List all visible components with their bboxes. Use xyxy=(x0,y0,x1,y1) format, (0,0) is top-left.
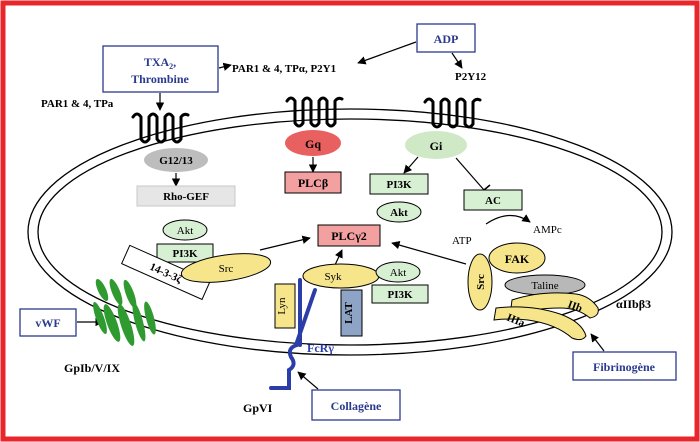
syk-ellipse: Syk xyxy=(302,263,380,289)
atp-label: ATP xyxy=(452,235,472,247)
lat-box: LAT xyxy=(340,289,363,337)
akt-mid-ellipse: Akt xyxy=(375,261,421,283)
akt-gi-label: Akt xyxy=(390,207,408,219)
g1213-protein: G12/13 xyxy=(144,148,208,172)
svg-text:TXA2,: TXA2, xyxy=(144,55,176,71)
atp-to-ampc-arrow xyxy=(485,214,531,225)
pi3k-mid-box: PI3K xyxy=(371,284,429,304)
arrow-adp-to-p2y12 xyxy=(451,52,463,69)
src-right-ellipse: Src xyxy=(467,253,493,311)
pi3k-left-label: PI3K xyxy=(172,248,198,260)
ligand-adp: ADP xyxy=(416,23,476,53)
gpib-label: GpIb/V/IX xyxy=(64,361,120,375)
integrin-label: αIIbβ3 xyxy=(616,297,651,311)
rhogef-label: Rho-GEF xyxy=(163,191,209,203)
cell-membrane-outer xyxy=(27,108,673,356)
rhogef-box: Rho-GEF xyxy=(136,185,236,207)
gq-label: Gq xyxy=(305,137,321,151)
gq-protein: Gq xyxy=(285,130,341,156)
iib-label: IIb xyxy=(566,299,584,315)
fcr-gpvi-receptor xyxy=(269,278,317,390)
gpib-complex xyxy=(93,278,156,346)
lyn-label: Lyn xyxy=(276,297,288,315)
plcg2-box: PLCγ2 xyxy=(317,224,381,247)
arrow-src-to-plcg2 xyxy=(259,235,311,251)
fak-label: FAK xyxy=(505,252,530,266)
txa2-subscript: 2 xyxy=(169,62,173,71)
par-tpa-label: PAR1 & 4, TPa xyxy=(41,98,114,110)
integrin-iiia: IIIa xyxy=(493,306,587,341)
ligand-collagene: Collagène xyxy=(311,389,401,421)
ligand-txa2-thrombine: TXA2, Thrombine xyxy=(102,45,219,93)
taline-ellipse: Taline xyxy=(504,274,586,296)
plcb-label: PLCβ xyxy=(298,176,328,190)
arrow-gi-to-pi3k xyxy=(403,156,419,174)
gpvi-label: GpVI xyxy=(243,401,273,415)
collagene-label: Collagène xyxy=(331,399,382,413)
arrow-fibrinogene-to-integrin xyxy=(590,333,605,352)
adp-label: ADP xyxy=(434,32,459,46)
gpcr-gq-receptor xyxy=(285,96,344,128)
pi3k-gi-label: PI3K xyxy=(386,179,412,191)
fak-ellipse: FAK xyxy=(488,242,546,274)
ligand-fibrinogene: Fibrinogène xyxy=(572,351,677,381)
txa2-label: TXA xyxy=(144,55,170,69)
gi-protein: Gi xyxy=(405,131,467,159)
arrow-adp-to-p2y1 xyxy=(357,41,417,65)
syk-label: Syk xyxy=(324,271,342,283)
p2y12-label: P2Y12 xyxy=(455,71,487,83)
src-left-label: Src xyxy=(219,263,234,275)
fibrinogene-label: Fibrinogène xyxy=(593,360,656,374)
plcb-box: PLCβ xyxy=(284,171,342,194)
akt-mid-label: Akt xyxy=(390,267,407,279)
pi3k-left-box: PI3K xyxy=(156,243,214,263)
lyn-box: Lyn xyxy=(274,283,296,329)
vwf-label: vWF xyxy=(35,316,60,330)
gpcr-par-receptor xyxy=(131,112,190,144)
thrombine-label: Thrombine xyxy=(131,72,189,86)
g1213-label: G12/13 xyxy=(159,155,193,167)
fcr-label: FcRγ xyxy=(307,341,334,355)
integrin-iib: IIb xyxy=(509,292,599,319)
pi3k-gi-box: PI3K xyxy=(369,173,429,195)
arrow-txa2-to-tpalpha xyxy=(218,62,232,71)
akt-gi-ellipse: Akt xyxy=(376,201,422,223)
src-left-ellipse: Src xyxy=(180,253,272,283)
par-tpalpha-label: PAR1 & 4, TPα, P2Y1 xyxy=(232,63,336,75)
txa2-comma: , xyxy=(173,55,176,69)
taline-label: Taline xyxy=(531,280,558,292)
inhibit-gi-to-ac xyxy=(455,157,485,191)
arrow-collagene-to-gpvi xyxy=(297,371,319,390)
ac-label: AC xyxy=(485,195,501,207)
plcg2-label: PLCγ2 xyxy=(331,229,367,243)
pi3k-mid-label: PI3K xyxy=(387,289,413,301)
src-right-label: Src xyxy=(475,274,487,290)
ampc-label: AMPc xyxy=(533,224,562,236)
arrow-syk-to-plcg2 xyxy=(334,249,343,266)
gpcr-gi-receptor xyxy=(423,97,482,129)
akt-left-label: Akt xyxy=(177,225,194,237)
akt-left-ellipse: Akt xyxy=(162,219,208,241)
gi-label: Gi xyxy=(430,139,443,153)
ligand-vwf: vWF xyxy=(19,308,77,337)
arrow-src-right-to-plcg2 xyxy=(391,241,467,265)
ac-box: AC xyxy=(463,189,523,211)
lat-label: LAT xyxy=(343,301,355,323)
cell-membrane-inner xyxy=(37,118,663,346)
